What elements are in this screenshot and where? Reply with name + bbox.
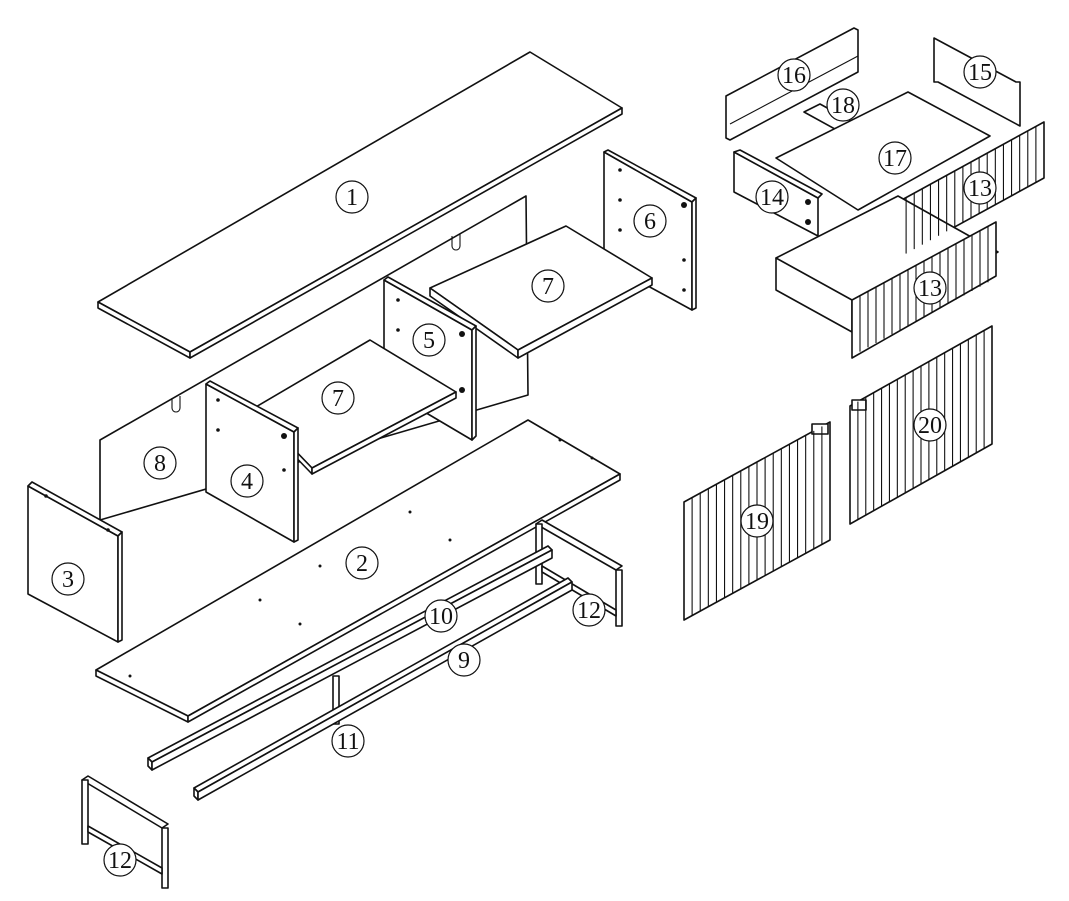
badge-label: 16 (782, 63, 806, 89)
part-18-badge: 18 (826, 88, 860, 122)
badge-label: 7 (332, 386, 344, 412)
badge-circle (335, 180, 369, 214)
badge-label: 6 (644, 209, 656, 235)
part-12b-badge: 12 (103, 843, 137, 877)
part-7b-badge: 7 (321, 381, 355, 415)
part-8-badge: 8 (143, 446, 177, 480)
badge-label: 13 (918, 276, 942, 302)
part-13a-badge: 13 (963, 171, 997, 205)
part-4-divider (205, 380, 299, 543)
part-16-badge: 16 (777, 58, 811, 92)
badge-label: 10 (429, 604, 453, 630)
badge-circle (447, 643, 481, 677)
badge-label: 3 (62, 567, 74, 593)
badge-label: 19 (745, 509, 769, 535)
badge-label: 11 (336, 729, 359, 755)
badge-circle (572, 593, 606, 627)
badge-circle (755, 180, 789, 214)
part-6-badge: 6 (633, 204, 667, 238)
badge-circle (963, 55, 997, 89)
part-13b-badge: 13 (913, 271, 947, 305)
badge-circle (230, 464, 264, 498)
part-14-badge: 14 (755, 180, 789, 214)
badge-label: 13 (968, 176, 992, 202)
badge-label: 12 (577, 598, 601, 624)
badge-label: 17 (883, 146, 907, 172)
badge-label: 12 (108, 848, 132, 874)
badge-label: 20 (918, 413, 942, 439)
part-17-badge: 17 (878, 141, 912, 175)
badge-label: 4 (241, 469, 253, 495)
badge-label: 8 (154, 451, 166, 477)
badge-circle (913, 271, 947, 305)
badge-circle (321, 381, 355, 415)
part-2-badge: 2 (345, 546, 379, 580)
part-12-left-leg-frame (81, 775, 169, 889)
badge-circle (103, 843, 137, 877)
badge-circle (424, 599, 458, 633)
part-11-post (332, 675, 340, 725)
part-7a-badge: 7 (531, 269, 565, 303)
part-20-badge: 20 (913, 408, 947, 442)
badge-label: 5 (423, 328, 435, 354)
panel-grooves (691, 126, 1037, 616)
badge-circle (878, 141, 912, 175)
part-12a-badge: 12 (572, 593, 606, 627)
badge-circle (143, 446, 177, 480)
badge-circle (412, 323, 446, 357)
badge-label: 9 (458, 648, 470, 674)
part-3-badge: 3 (51, 562, 85, 596)
badge-label: 14 (760, 185, 784, 211)
badge-label: 1 (346, 185, 358, 211)
badge-circle (826, 88, 860, 122)
part-5-badge: 5 (412, 323, 446, 357)
badge-circle (740, 504, 774, 538)
badge-circle (345, 546, 379, 580)
badge-circle (913, 408, 947, 442)
part-15-badge: 15 (963, 55, 997, 89)
part-10-badge: 10 (424, 599, 458, 633)
badge-circle (531, 269, 565, 303)
part-4-badge: 4 (230, 464, 264, 498)
badge-label: 18 (831, 93, 855, 119)
part-9-badge: 9 (447, 643, 481, 677)
badge-circle (963, 171, 997, 205)
badge-label: 7 (542, 274, 554, 300)
badge-circle (51, 562, 85, 596)
part-9-rail (193, 577, 573, 801)
badge-label: 15 (968, 60, 992, 86)
badge-label: 2 (356, 551, 368, 577)
badge-circle (777, 58, 811, 92)
part-19-badge: 19 (740, 504, 774, 538)
badge-circle (633, 204, 667, 238)
part-11-badge: 11 (331, 724, 365, 758)
badge-circle (331, 724, 365, 758)
part-1-badge: 1 (335, 180, 369, 214)
